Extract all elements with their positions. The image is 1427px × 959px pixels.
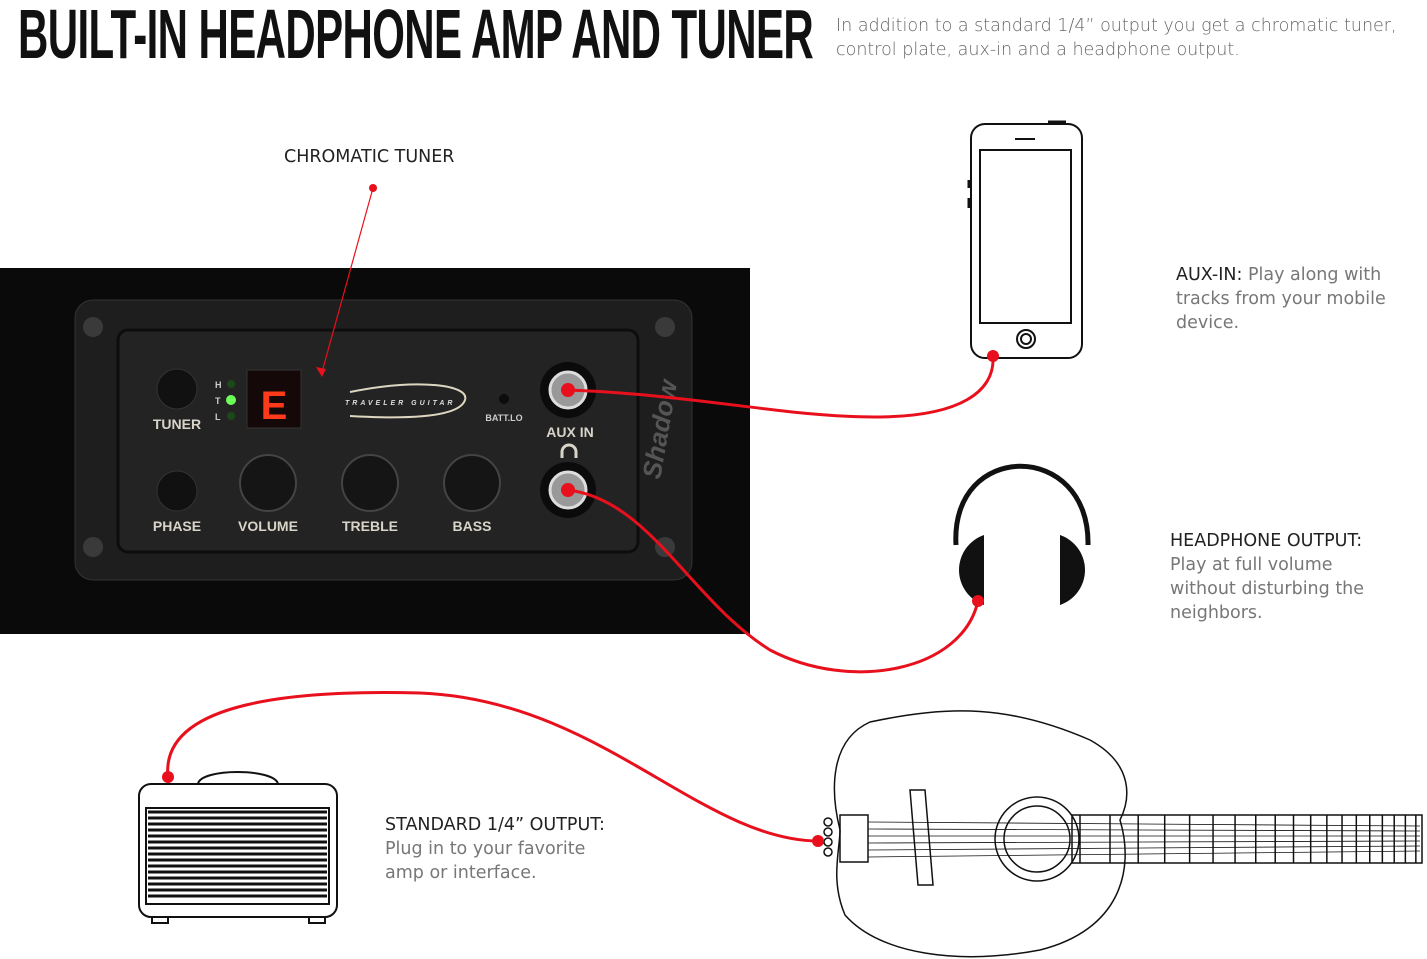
tuner-display — [246, 369, 302, 429]
brand-text: TRAVELER GUITAR — [345, 400, 455, 407]
tuner-callout-label: CHROMATIC TUNER — [284, 147, 455, 167]
output-cable — [166, 691, 819, 843]
led-l — [227, 412, 235, 420]
page-subtitle: In addition to a standard 1/4” output yo… — [836, 16, 1397, 60]
treble-label: TREBLE — [342, 518, 398, 534]
led-h — [227, 380, 235, 388]
phase-label: PHASE — [153, 518, 201, 534]
headphone-callout-text: Play at full volume without disturbing t… — [1170, 555, 1365, 623]
tuner-pointer — [321, 187, 374, 373]
led-t — [226, 395, 236, 405]
led-h-label: H — [215, 380, 222, 390]
bass-knob — [443, 454, 501, 512]
page-title: BUILT-IN HEADPHONE AMP AND TUNER — [18, 0, 814, 73]
volume-label: VOLUME — [238, 518, 298, 534]
led-t-label: T — [215, 396, 221, 406]
output-callout: STANDARD 1/4” OUTPUT: Plug in to your fa… — [385, 813, 625, 885]
headphone-icon — [560, 443, 578, 458]
screw-icon — [83, 537, 103, 557]
headphone-callout: HEADPHONE OUTPUT: Play at full volume wi… — [1170, 529, 1385, 625]
screw-icon — [655, 317, 675, 337]
headphone-callout-heading: HEADPHONE OUTPUT: — [1170, 531, 1363, 551]
amp-illustration — [138, 771, 338, 924]
arrowhead-icon — [316, 367, 326, 377]
aux-in-label: AUX IN — [546, 424, 593, 440]
volume-knob — [239, 454, 297, 512]
brand-logo — [349, 383, 467, 419]
batt-led — [499, 394, 509, 404]
tuner-button — [156, 368, 198, 410]
aux-callout-heading: AUX-IN: — [1176, 265, 1243, 285]
tuner-display-value: E — [261, 384, 288, 428]
aux-callout: AUX-IN: Play along with tracks from your… — [1176, 263, 1406, 335]
batt-label: BATT.LO — [485, 413, 522, 423]
aux-cable — [567, 355, 995, 419]
output-callout-heading: STANDARD 1/4” OUTPUT: — [385, 815, 605, 835]
aux-callout-text: Play along with tracks from your mobile … — [1176, 265, 1386, 333]
phone-illustration — [967, 120, 1083, 359]
headphone-cable — [567, 488, 980, 674]
cables — [166, 187, 995, 843]
tuner-label: TUNER — [153, 416, 201, 432]
output-callout-text: Plug in to your favorite amp or interfac… — [385, 839, 586, 883]
phase-button — [156, 470, 198, 512]
headphones-illustration — [953, 463, 1091, 605]
led-l-label: L — [215, 412, 221, 422]
screw-icon — [655, 537, 675, 557]
control-panel: TUNER PHASE H T L E TRAVELER GUITAR BATT… — [0, 268, 750, 634]
guitar-illustration — [823, 710, 1423, 958]
bass-label: BASS — [453, 518, 492, 534]
treble-knob — [341, 454, 399, 512]
screw-icon — [83, 317, 103, 337]
